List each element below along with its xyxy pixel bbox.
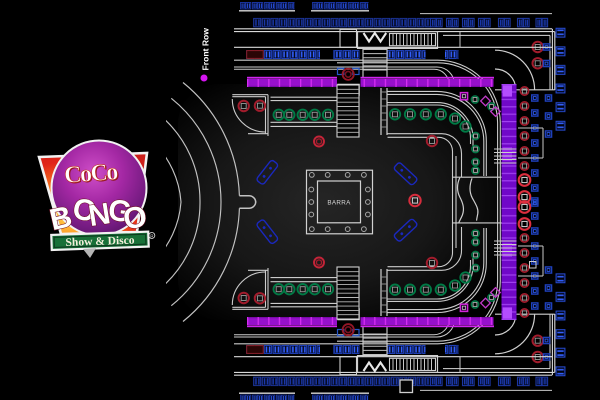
svg-text:R: R — [150, 234, 153, 239]
svg-text:Front Row: Front Row — [201, 28, 211, 71]
svg-text:CoCo: CoCo — [63, 159, 119, 189]
svg-text:G: G — [107, 194, 134, 229]
svg-text:Show & Disco: Show & Disco — [65, 235, 135, 249]
svg-text:CoCo: CoCo — [64, 160, 120, 190]
svg-text:O: O — [70, 192, 98, 228]
svg-text:BARRA: BARRA — [327, 199, 351, 206]
